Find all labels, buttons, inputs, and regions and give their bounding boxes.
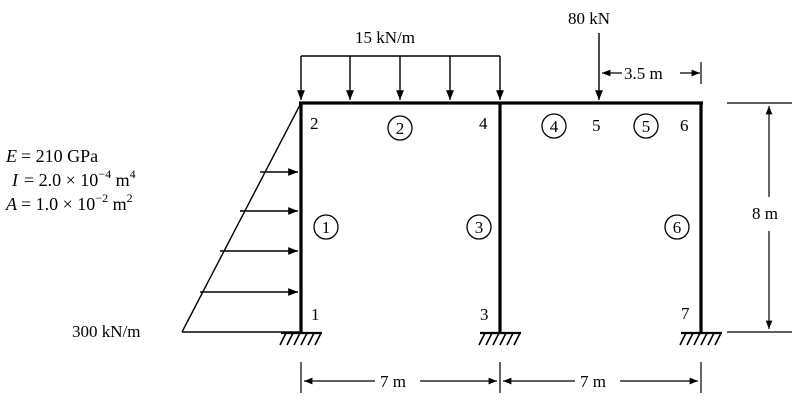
property-I: I= 2.0 × 10−4 m4 — [11, 167, 136, 190]
fixed-support-7 — [679, 331, 722, 346]
triangular-load — [181, 102, 302, 333]
node-labels: 1 2 3 4 5 6 7 — [310, 114, 690, 324]
distributed-load — [297, 55, 504, 100]
element-label-4: 4 — [541, 113, 567, 139]
node-label-7: 7 — [681, 304, 690, 323]
span-right-label: 7 m — [580, 372, 606, 391]
span-dimensions — [300, 362, 702, 393]
svg-text:5: 5 — [642, 117, 651, 136]
svg-text:3: 3 — [475, 218, 484, 237]
span-left-label: 7 m — [380, 372, 406, 391]
element-label-6: 6 — [664, 214, 690, 240]
node-label-2: 2 — [310, 114, 319, 133]
material-properties: E= 210 GPa I= 2.0 × 10−4 m4 A= 1.0 × 10−… — [5, 146, 136, 214]
svg-text:4: 4 — [550, 117, 559, 136]
offset-dimension-label: 3.5 m — [624, 64, 663, 83]
element-label-5: 5 — [633, 113, 659, 139]
node-label-1: 1 — [311, 305, 320, 324]
property-A: A= 1.0 × 10−2 m2 — [5, 191, 133, 214]
svg-text:1: 1 — [322, 218, 331, 237]
height-dimension — [727, 102, 792, 333]
svg-text:6: 6 — [673, 218, 682, 237]
triangular-load-label: 300 kN/m — [72, 322, 140, 341]
point-load-label: 80 kN — [568, 9, 610, 28]
element-labels: 1 2 3 4 5 6 — [313, 113, 690, 240]
node-label-6: 6 — [680, 116, 689, 135]
height-dimension-label: 8 m — [752, 204, 778, 223]
svg-text:2: 2 — [396, 119, 405, 138]
node-label-3: 3 — [480, 305, 489, 324]
node-label-4: 4 — [479, 114, 488, 133]
element-label-3: 3 — [466, 214, 492, 240]
distributed-load-label: 15 kN/m — [355, 28, 415, 47]
fixed-support-1 — [279, 331, 322, 346]
fixed-support-3 — [478, 331, 521, 346]
element-label-1: 1 — [313, 214, 339, 240]
element-label-2: 2 — [387, 115, 413, 141]
property-E: E= 210 GPa — [5, 146, 98, 166]
frame-members — [299, 101, 703, 332]
node-label-5: 5 — [592, 116, 601, 135]
offset-dimension — [602, 62, 702, 84]
